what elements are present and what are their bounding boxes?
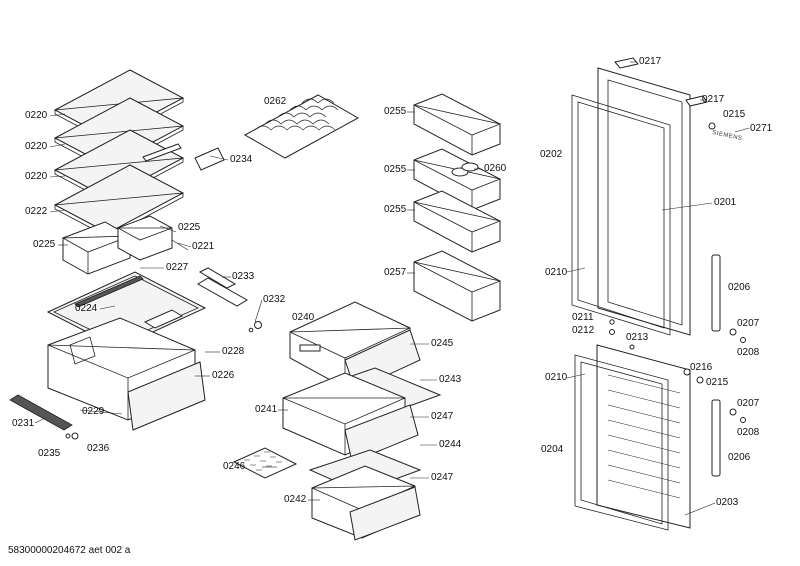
part-label-0247-a: 0247 — [431, 411, 454, 422]
part-label-0257: 0257 — [384, 267, 407, 278]
part-label-0240: 0240 — [292, 312, 315, 323]
part-label-0208-a: 0208 — [737, 347, 760, 358]
part-label-0262: 0262 — [264, 96, 287, 107]
part-label-0212: 0212 — [572, 325, 595, 336]
drawer-runner — [9, 394, 73, 431]
part-label-0225-a: 0225 — [33, 239, 56, 250]
part-label-0201: 0201 — [714, 197, 737, 208]
part-label-0215-b: 0215 — [706, 377, 729, 388]
part-label-0227: 0227 — [166, 262, 189, 273]
part-label-0213: 0213 — [626, 332, 649, 343]
part-label-0226: 0226 — [212, 370, 235, 381]
hinge-cover-top — [614, 57, 716, 130]
part-label-0215-a: 0215 — [723, 109, 746, 120]
part-label-0231: 0231 — [12, 418, 35, 429]
part-label-0235: 0235 — [38, 448, 61, 459]
fridge-door-gasket — [571, 94, 671, 336]
door-shelf-3 — [413, 190, 502, 253]
part-label-0220-c: 0220 — [25, 171, 48, 182]
ice-tray — [232, 447, 298, 479]
part-label-0216: 0216 — [690, 362, 713, 373]
part-label-0255-a: 0255 — [384, 106, 407, 117]
freezer-drawer-middle — [282, 372, 419, 463]
part-label-0243: 0243 — [439, 374, 462, 385]
hinge-hardware — [609, 319, 746, 423]
freezer-door-gasket — [574, 354, 669, 531]
part-label-0211: 0211 — [572, 312, 594, 323]
part-label-0221: 0221 — [192, 241, 215, 252]
part-label-0204: 0204 — [541, 444, 564, 455]
document-footer-code: 58300000204672 aet 002 a — [8, 545, 131, 556]
part-label-0202: 0202 — [540, 149, 563, 160]
part-label-0220-b: 0220 — [25, 141, 48, 152]
part-label-0210-a: 0210 — [545, 267, 568, 278]
part-label-0203: 0203 — [716, 497, 739, 508]
screw-0235 — [65, 433, 71, 439]
small-drawer-right — [117, 215, 173, 261]
part-label-0242: 0242 — [284, 494, 307, 505]
part-label-0207-b: 0207 — [737, 398, 760, 409]
divider-rail — [197, 267, 262, 333]
leader-lines — [34, 61, 750, 516]
crisper-drawer — [47, 317, 206, 431]
part-label-0233: 0233 — [232, 271, 255, 282]
glass-shelf-4 — [53, 164, 185, 238]
door-handle-upper — [711, 254, 721, 332]
small-drawer-left — [61, 221, 131, 275]
door-handle-lower — [711, 399, 721, 477]
part-label-0236: 0236 — [87, 443, 110, 454]
part-label-0228: 0228 — [222, 346, 245, 357]
part-label-0207-a: 0207 — [737, 318, 760, 329]
part-label-0208-b: 0208 — [737, 427, 760, 438]
part-label-0220-a: 0220 — [25, 110, 48, 121]
part-label-0206-b: 0206 — [728, 452, 751, 463]
part-label-0255-b: 0255 — [384, 164, 407, 175]
part-label-0244: 0244 — [439, 439, 462, 450]
part-label-0210-b: 0210 — [545, 372, 568, 383]
part-label-0232: 0232 — [263, 294, 286, 305]
part-label-0206-a: 0206 — [728, 282, 751, 293]
part-label-0260: 0260 — [484, 163, 507, 174]
part-label-0234: 0234 — [230, 154, 253, 165]
part-label-0246: 0246 — [223, 461, 246, 472]
freezer-drawer-bottom — [311, 465, 421, 541]
bottle-rack — [243, 94, 360, 159]
part-label-0217-b: 0217 — [702, 94, 725, 105]
part-label-0247-b: 0247 — [431, 472, 454, 483]
part-label-0245: 0245 — [431, 338, 454, 349]
pin-0236 — [71, 432, 79, 440]
part-label-0224: 0224 — [75, 303, 98, 314]
bottle-shelf — [413, 250, 502, 322]
part-label-0271: 0271 — [750, 123, 773, 134]
fridge-door — [597, 67, 691, 336]
part-label-0222: 0222 — [25, 206, 48, 217]
part-label-0225-b: 0225 — [178, 222, 201, 233]
door-shelf-1 — [413, 93, 502, 156]
shelf-trim-strip — [142, 143, 225, 171]
freezer-door — [596, 344, 691, 529]
part-label-0241: 0241 — [255, 404, 278, 415]
part-label-0229: 0229 — [82, 406, 105, 417]
part-label-0255-c: 0255 — [384, 204, 407, 215]
part-label-0217-a: 0217 — [639, 56, 662, 67]
